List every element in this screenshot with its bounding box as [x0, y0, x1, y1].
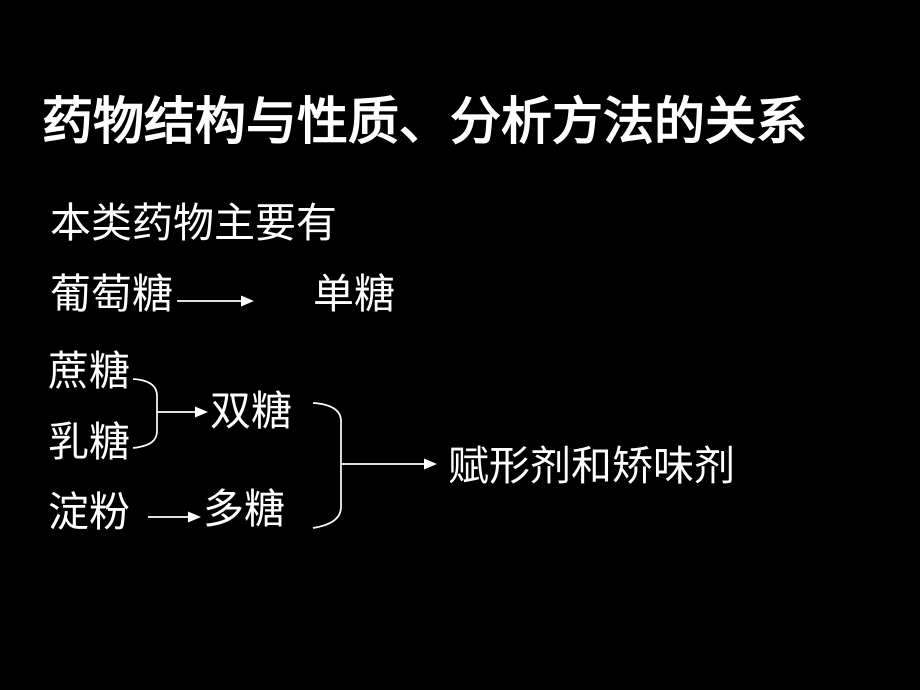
glucose-to-monosaccharide-arrow-icon: [177, 295, 254, 307]
intro-text: 本类药物主要有: [50, 200, 337, 246]
node-glucose: 葡萄糖: [50, 271, 173, 317]
starch-to-polysaccharide-arrow-icon: [148, 511, 201, 523]
brace-to-excipient-arrow-icon: [341, 458, 437, 470]
node-disaccharide: 双糖: [210, 388, 292, 434]
node-starch: 淀粉: [48, 489, 130, 535]
node-monosaccharide: 单糖: [313, 271, 395, 317]
sucrose-lactose-brace-icon: [132, 378, 158, 449]
node-polysaccharide: 多糖: [203, 486, 285, 532]
node-sucrose: 蔗糖: [48, 348, 130, 394]
page-title: 药物结构与性质、分析方法的关系: [42, 93, 808, 150]
node-lactose: 乳糖: [48, 419, 130, 465]
disaccharide-polysaccharide-brace-icon: [312, 402, 342, 529]
node-excipient-flavoring: 赋形剂和矫味剂: [448, 443, 735, 489]
brace-to-disaccharide-arrow-icon: [157, 406, 208, 418]
